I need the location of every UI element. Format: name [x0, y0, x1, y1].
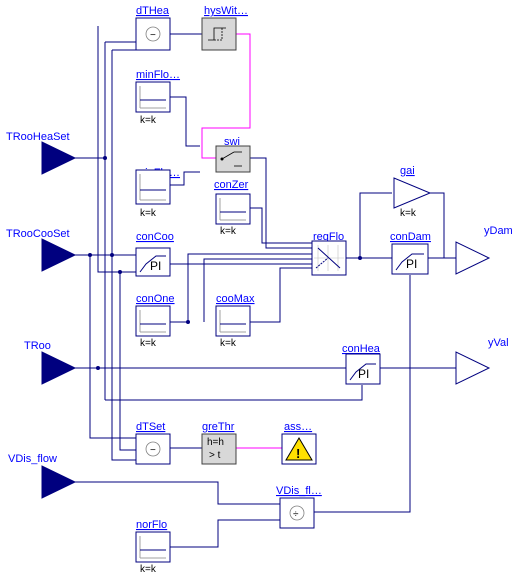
- param-k: k=k: [140, 564, 157, 575]
- block-name: minFlo…: [136, 69, 180, 81]
- minus-symbol: −: [150, 30, 156, 41]
- greThr-top: h=h: [207, 437, 224, 448]
- block-conZer[interactable]: conZer k=k: [214, 179, 251, 237]
- pi-label: PI: [406, 257, 417, 271]
- pi-label: PI: [358, 367, 369, 381]
- block-minFlo-1[interactable]: minFlo… k=k: [135, 69, 180, 126]
- input-TRoo[interactable]: TRoo: [24, 340, 77, 385]
- block-conDam[interactable]: conDam PI: [390, 231, 431, 275]
- block-name: greThr: [202, 421, 235, 433]
- block-dTHea[interactable]: dTHea −: [135, 5, 171, 51]
- svg-text:!: !: [296, 446, 300, 461]
- output-yDam[interactable]: yDam: [455, 225, 513, 275]
- block-name: ass…: [284, 421, 312, 433]
- param-k: k=k: [140, 115, 157, 126]
- greThr-bottom: > t: [209, 450, 221, 461]
- param-k: k=k: [400, 208, 417, 219]
- block-swi[interactable]: swi: [215, 136, 251, 173]
- input-TRooCooSet[interactable]: TRooCooSet: [6, 228, 77, 272]
- block-name: conZer: [214, 179, 249, 191]
- input-label: VDis_flow: [8, 453, 57, 465]
- block-hysWit[interactable]: hysWit…: [201, 5, 248, 51]
- connection-lines: [75, 26, 456, 548]
- block-ass[interactable]: ass… !: [281, 421, 317, 465]
- block-name: gai: [400, 165, 415, 177]
- junction-dots: [88, 156, 362, 370]
- block-cooMax[interactable]: cooMax k=k: [215, 293, 255, 349]
- input-label: TRooCooSet: [6, 228, 70, 240]
- block-name: dTHea: [136, 5, 170, 17]
- param-k: k=k: [220, 226, 237, 237]
- input-label: TRoo: [24, 340, 51, 352]
- block-name: cooMax: [216, 293, 255, 305]
- block-name: conDam: [390, 231, 431, 243]
- block-name: dTSet: [136, 421, 165, 433]
- block-VDis_fl[interactable]: VDis_fl… ÷: [276, 485, 322, 529]
- block-greThr[interactable]: greThr h=h > t: [201, 421, 237, 465]
- output-label: yVal: [488, 337, 509, 349]
- block-name: hysWit…: [204, 5, 248, 17]
- block-name: norFlo: [136, 519, 167, 531]
- param-k: k=k: [220, 338, 237, 349]
- divide-symbol: ÷: [293, 509, 299, 520]
- input-label: TRooHeaSet: [6, 131, 70, 143]
- block-norFlo[interactable]: norFlo k=k: [135, 519, 171, 575]
- block-dTSet[interactable]: dTSet −: [135, 421, 171, 465]
- minus-symbol: −: [150, 445, 156, 456]
- block-name: swi: [224, 136, 240, 148]
- block-regFlo[interactable]: regFlo: [311, 231, 347, 276]
- block-name: VDis_fl…: [276, 485, 322, 497]
- param-k: k=k: [140, 208, 157, 219]
- block-name: conHea: [342, 343, 381, 355]
- input-TRooHeaSet[interactable]: TRooHeaSet: [6, 131, 77, 175]
- block-name: conCoo: [136, 231, 174, 243]
- block-minFlo-2[interactable]: minFlo… k=k: [135, 167, 180, 219]
- block-gai[interactable]: gai k=k: [393, 165, 432, 219]
- block-conCoo[interactable]: conCoo PI: [135, 231, 174, 277]
- block-conOne[interactable]: conOne k=k: [135, 293, 175, 349]
- param-k: k=k: [140, 338, 157, 349]
- block-name: conOne: [136, 293, 175, 305]
- input-VDis_flow[interactable]: VDis_flow: [8, 453, 77, 499]
- output-label: yDam: [484, 225, 513, 237]
- pi-label: PI: [150, 259, 161, 273]
- block-conHea[interactable]: conHea PI: [342, 343, 381, 385]
- output-yVal[interactable]: yVal: [455, 337, 509, 385]
- block-name: regFlo: [313, 231, 344, 243]
